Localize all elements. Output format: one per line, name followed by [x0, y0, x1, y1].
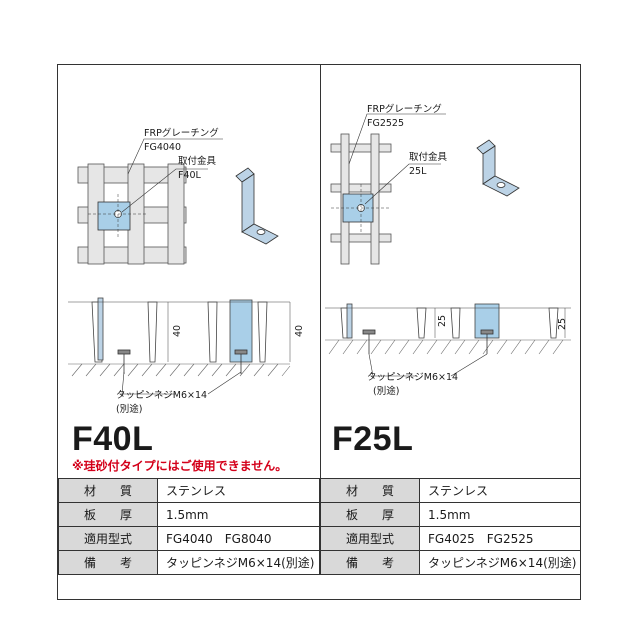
f40l-screw-label: タッピンネジM6×14 — [116, 390, 207, 401]
spec-value-models: FG4040 FG8040 — [157, 526, 320, 551]
f25l-dimension-1-label: 25 — [437, 315, 448, 327]
spec-value-remarks: タッピンネジM6×14(別途) — [419, 550, 581, 575]
spec-key-remarks: 備 考 — [320, 550, 420, 575]
f25l-screw-1 — [362, 329, 376, 354]
f40l-bracket-model: F40L — [178, 170, 202, 181]
spec-key-remarks: 備 考 — [58, 550, 158, 575]
spec-value-thickness: 1.5mm — [419, 502, 581, 527]
f25l-grating-model: FG2525 — [367, 118, 404, 129]
spec-value-models: FG4025 FG2525 — [419, 526, 581, 551]
spec-value-thickness: 1.5mm — [157, 502, 320, 527]
f40l-section-2 — [207, 299, 268, 363]
f25l-ground-hatch — [325, 339, 571, 355]
f40l-dimension-1-label: 40 — [172, 325, 183, 337]
f25l-screw-2 — [480, 329, 494, 354]
f40l-warning-note: ※珪砂付タイプにはご使用できません。 — [72, 459, 288, 473]
spec-key-material: 材 質 — [320, 478, 420, 503]
f40l-grating-model: FG4040 — [144, 142, 181, 153]
f40l-grating-label: FRPグレーチング — [144, 127, 219, 139]
f40l-bracket-3d — [235, 167, 279, 245]
f40l-screw-2 — [234, 349, 248, 374]
table-row: 備 考 タッピンネジM6×14(別途) — [58, 550, 320, 575]
f25l-grating-label: FRPグレーチング — [367, 103, 442, 115]
f40l-dimension-2-label: 40 — [294, 325, 305, 337]
f40l-drawing: FRPグレーチング FG4040 取付金具 F40L — [68, 127, 305, 415]
f40l-bracket-label: 取付金具 — [178, 155, 217, 167]
table-row: 材 質 ステンレス — [58, 478, 320, 503]
f25l-spec-table: 材 質 ステンレス 板 厚 1.5mm 適用型式 FG4025 FG2525 備… — [320, 478, 581, 575]
f25l-section-1 — [340, 303, 427, 339]
spec-key-thickness: 板 厚 — [320, 502, 420, 527]
spec-key-thickness: 板 厚 — [58, 502, 158, 527]
f40l-model-title: F40L — [72, 420, 154, 458]
spec-key-material: 材 質 — [58, 478, 158, 503]
table-row: 板 厚 1.5mm — [320, 502, 581, 527]
f25l-drawing: FRPグレーチング FG2525 取付金具 25L — [325, 103, 571, 397]
spec-key-models: 適用型式 — [58, 526, 158, 551]
f25l-bracket-label: 取付金具 — [409, 151, 448, 163]
spec-key-models: 適用型式 — [320, 526, 420, 551]
spec-value-material: ステンレス — [419, 478, 581, 503]
f40l-spec-table: 材 質 ステンレス 板 厚 1.5mm 適用型式 FG4040 FG8040 備… — [58, 478, 320, 575]
f40l-bracket-plan — [97, 201, 131, 231]
table-row: 材 質 ステンレス — [320, 478, 581, 503]
spec-value-material: ステンレス — [157, 478, 320, 503]
table-row: 板 厚 1.5mm — [58, 502, 320, 527]
spec-value-remarks: タッピンネジM6×14(別途) — [157, 550, 320, 575]
f40l-ground-hatch — [68, 363, 291, 377]
f25l-bracket-model: 25L — [409, 166, 427, 177]
table-row: 備 考 タッピンネジM6×14(別途) — [320, 550, 581, 575]
panel-divider — [320, 64, 321, 478]
f25l-screw-note: (別途) — [373, 385, 399, 397]
f25l-dimension-2-label: 25 — [557, 318, 568, 330]
f40l-screw-1 — [117, 349, 131, 374]
f25l-model-title: F25L — [332, 420, 414, 458]
f40l-screw-note: (別途) — [116, 403, 142, 415]
f25l-screw-label: タッピンネジM6×14 — [367, 372, 458, 383]
table-row: 適用型式 FG4025 FG2525 — [320, 526, 581, 551]
f25l-section-2 — [450, 303, 559, 339]
table-row: 適用型式 FG4040 FG8040 — [58, 526, 320, 551]
f25l-bracket-3d — [476, 139, 520, 197]
